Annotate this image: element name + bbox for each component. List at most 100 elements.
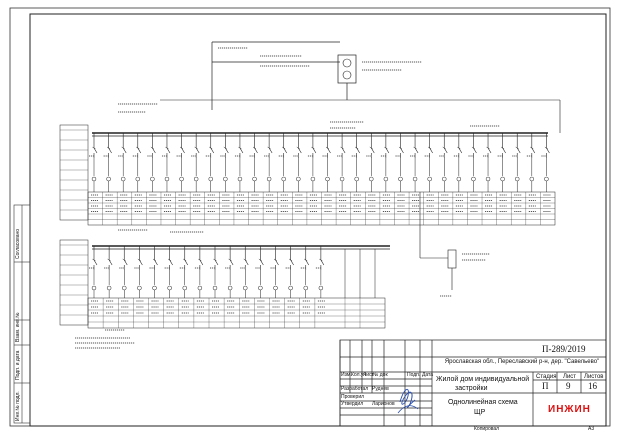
lower-breaker-switch	[244, 259, 249, 266]
margin-label-replaced-inv: Взам. инв.№	[15, 312, 21, 342]
upper-breaker-cross	[544, 146, 549, 150]
upper-load-symbol	[456, 176, 462, 182]
upper-breaker-switch	[298, 147, 302, 154]
upper-breaker-cross	[442, 146, 446, 150]
upper-breaker-cross	[106, 146, 111, 150]
lower-breaker-cross	[213, 258, 217, 262]
lower-load-symbol	[288, 285, 293, 291]
upper-load-symbol	[208, 176, 213, 182]
lower-breaker-cross	[228, 258, 232, 262]
upper-breaker-switch	[546, 147, 550, 154]
role-developed: Разработал	[341, 386, 369, 392]
margin-label-inv-orig: Инв.№ подл.	[15, 391, 21, 421]
lower-breaker-cross	[258, 258, 263, 262]
upper-breaker-switch	[122, 147, 127, 154]
upper-breaker-switch	[137, 147, 142, 154]
stage-value: П	[542, 381, 549, 391]
upper-distribution-section	[59, 103, 556, 226]
upper-breaker-switch	[414, 147, 419, 154]
col-header-count: Кол.уч	[351, 372, 366, 378]
lower-load-symbol	[167, 285, 172, 291]
sheets-value: 16	[588, 381, 597, 391]
upper-load-symbol	[529, 176, 535, 182]
lower-load-symbol	[227, 285, 233, 291]
upper-breaker-cross	[194, 146, 198, 150]
upper-breaker-switch	[152, 147, 156, 154]
upper-breaker-cross	[325, 146, 330, 150]
lower-left-legend	[59, 239, 89, 326]
object-name-line2: застройки	[455, 385, 488, 392]
upper-breaker-switch	[225, 147, 229, 154]
lower-load-symbol	[137, 285, 142, 291]
margin-label-sign-date: Подп. и дата	[15, 350, 21, 380]
lower-breaker-cross	[304, 258, 308, 262]
meter-dial-2	[342, 70, 352, 80]
upper-breaker-cross	[486, 146, 490, 150]
lower-load-symbol	[106, 285, 112, 291]
upper-load-symbol	[398, 176, 403, 182]
upper-breaker-switch	[195, 147, 200, 154]
upper-breaker-switch	[458, 147, 463, 154]
upper-breaker-switch	[356, 147, 360, 154]
upper-load-symbol	[237, 176, 243, 182]
upper-breaker-switch	[166, 147, 171, 154]
upper-breaker-cross	[457, 146, 461, 150]
lower-breaker-switch	[93, 259, 98, 266]
lower-load-symbol	[243, 285, 248, 291]
upper-load-symbol	[310, 176, 316, 182]
upper-breaker-cross	[179, 146, 184, 150]
upper-load-symbol	[193, 176, 199, 182]
upper-load-symbol	[485, 176, 491, 182]
upper-breaker-switch	[516, 147, 521, 154]
upper-load-symbol	[266, 176, 272, 182]
object-name-line1: Жилой дом индивидуальной	[436, 376, 530, 383]
lower-breaker-switch	[320, 259, 325, 266]
upper-load-symbol	[471, 176, 476, 182]
upper-load-symbol	[135, 176, 141, 182]
lower-breaker-switch	[260, 259, 264, 266]
lower-breaker-cross	[92, 258, 96, 262]
upper-breaker-switch	[429, 147, 433, 154]
upper-breaker-switch	[443, 147, 448, 154]
upper-breaker-cross	[252, 146, 257, 150]
title-block-grid	[339, 339, 607, 427]
upper-load-symbol	[500, 176, 505, 182]
lower-breaker-cross	[243, 258, 247, 262]
upper-breaker-cross	[355, 146, 359, 150]
lower-load-symbol	[303, 285, 308, 291]
company-logo-text: ИНЖИН	[548, 404, 591, 415]
upper-breaker-switch	[210, 147, 215, 154]
upper-load-symbol	[164, 176, 170, 182]
upper-breaker-switch	[93, 147, 98, 154]
upper-breaker-switch	[487, 147, 492, 154]
upper-breaker-switch	[473, 147, 477, 154]
lower-breaker-switch	[229, 259, 234, 266]
lower-breaker-cross	[167, 258, 172, 262]
name-developed: Руднев	[372, 386, 389, 392]
upper-load-symbol	[514, 176, 520, 182]
upper-breaker-cross	[238, 146, 242, 150]
upper-breaker-switch	[371, 147, 375, 154]
lower-breaker-switch	[275, 259, 279, 266]
remote-box	[447, 249, 457, 269]
lower-breaker-switch	[139, 259, 143, 266]
margin-stamp-table	[13, 204, 31, 424]
lower-breaker-switch	[290, 259, 294, 266]
upper-load-symbol	[369, 176, 374, 182]
lower-breaker-switch	[199, 259, 204, 266]
margin-label-approved: Согласовано	[15, 228, 21, 259]
upper-load-symbol	[325, 176, 330, 182]
upper-breaker-switch	[268, 147, 273, 154]
upper-load-symbol	[150, 176, 155, 182]
signature-mark-2	[397, 405, 419, 414]
upper-load-symbol	[120, 176, 126, 182]
upper-load-symbol	[354, 176, 359, 182]
upper-breaker-switch	[181, 147, 185, 154]
col-header-doc: № док	[373, 372, 388, 378]
lower-breaker-switch	[154, 259, 158, 266]
lower-breaker-cross	[198, 258, 202, 262]
lower-breaker-switch	[305, 259, 310, 266]
role-approved: Утвердил	[341, 401, 364, 407]
role-checked: Проверил	[341, 394, 365, 400]
